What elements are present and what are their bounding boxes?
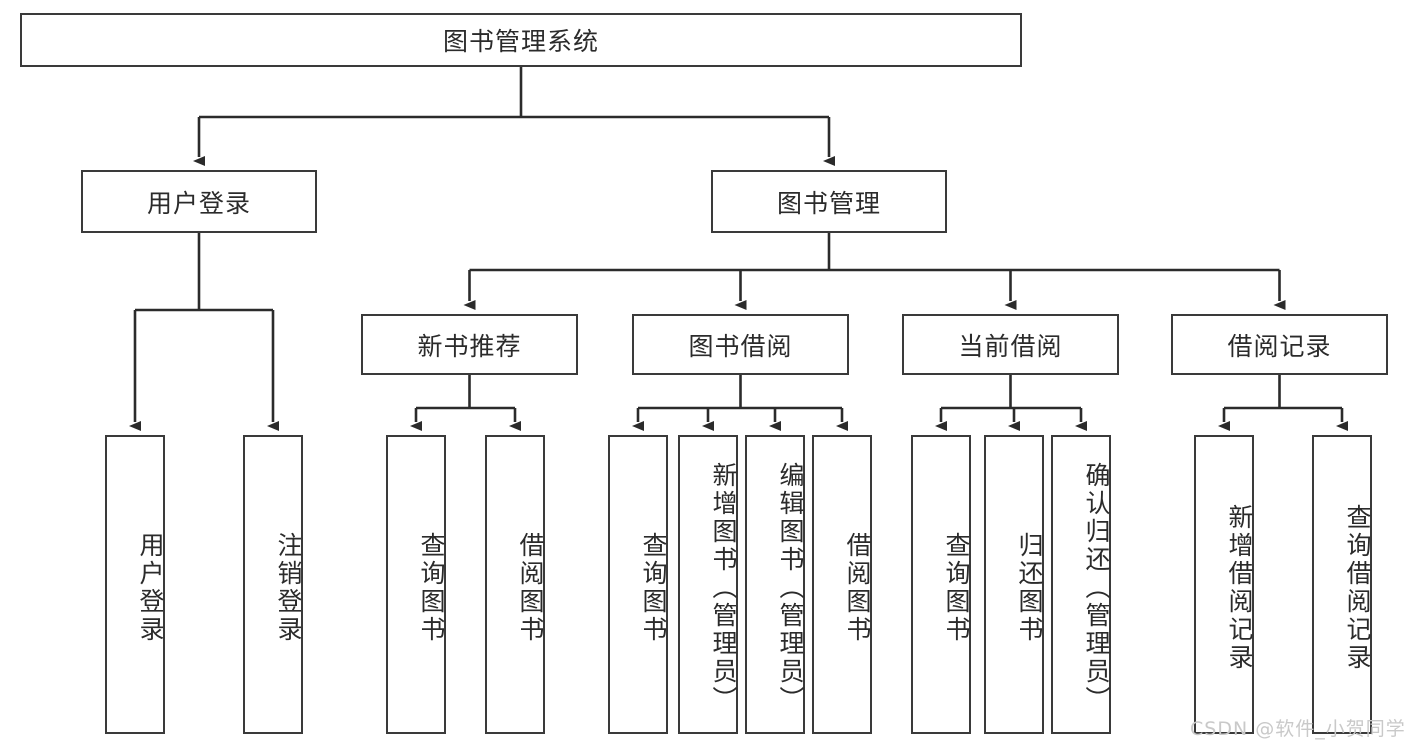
- node-label: 借阅图书: [516, 531, 545, 644]
- node-current-borrow[interactable]: 当前借阅: [902, 314, 1119, 375]
- node-new-book-recommend[interactable]: 新书推荐: [361, 314, 578, 375]
- node-leaf-confirm-return[interactable]: 确认归还（管理员）: [1051, 435, 1111, 734]
- node-label: 查询借阅记录: [1343, 503, 1372, 672]
- node-leaf-borrow-book-1[interactable]: 借阅图书: [485, 435, 545, 734]
- node-label: 借阅记录: [1227, 331, 1332, 361]
- node-label: 查询图书: [417, 531, 446, 644]
- node-label: 新书推荐: [417, 331, 522, 361]
- node-label: 查询图书: [639, 531, 668, 644]
- node-label: 图书借阅: [688, 331, 793, 361]
- node-leaf-query-record[interactable]: 查询借阅记录: [1312, 435, 1372, 734]
- node-leaf-query-book-1[interactable]: 查询图书: [386, 435, 446, 734]
- node-leaf-logout[interactable]: 注销登录: [243, 435, 303, 734]
- node-book-manage[interactable]: 图书管理: [711, 170, 947, 233]
- node-label: 新增借阅记录: [1225, 503, 1254, 672]
- node-label: 注销登录: [274, 531, 303, 644]
- node-root[interactable]: 图书管理系统: [20, 13, 1022, 67]
- node-borrow-record[interactable]: 借阅记录: [1171, 314, 1388, 375]
- node-leaf-query-book-2[interactable]: 查询图书: [608, 435, 668, 734]
- node-leaf-borrow-book-2[interactable]: 借阅图书: [812, 435, 872, 734]
- node-label: 新增图书（管理员）: [709, 461, 738, 714]
- node-label: 图书管理: [776, 188, 881, 218]
- node-label: 借阅图书: [843, 531, 872, 644]
- node-label: 用户登录: [136, 531, 165, 644]
- node-leaf-user-login[interactable]: 用户登录: [105, 435, 165, 734]
- node-label: 图书管理系统: [442, 27, 599, 56]
- node-label: 确认归还（管理员）: [1082, 461, 1111, 714]
- csdn-watermark: CSDN @软件_小贺同学: [1190, 718, 1405, 740]
- node-book-borrow[interactable]: 图书借阅: [632, 314, 849, 375]
- node-leaf-query-book-3[interactable]: 查询图书: [911, 435, 971, 734]
- node-label: 用户登录: [146, 188, 251, 218]
- node-label: 查询图书: [942, 531, 971, 644]
- node-leaf-add-book[interactable]: 新增图书（管理员）: [678, 435, 738, 734]
- node-label: 当前借阅: [958, 331, 1063, 361]
- node-user-login[interactable]: 用户登录: [81, 170, 317, 233]
- node-leaf-add-record[interactable]: 新增借阅记录: [1194, 435, 1254, 734]
- node-leaf-edit-book[interactable]: 编辑图书（管理员）: [745, 435, 805, 734]
- node-leaf-return-book[interactable]: 归还图书: [984, 435, 1044, 734]
- node-label: 编辑图书（管理员）: [776, 461, 805, 714]
- node-label: 归还图书: [1015, 531, 1044, 644]
